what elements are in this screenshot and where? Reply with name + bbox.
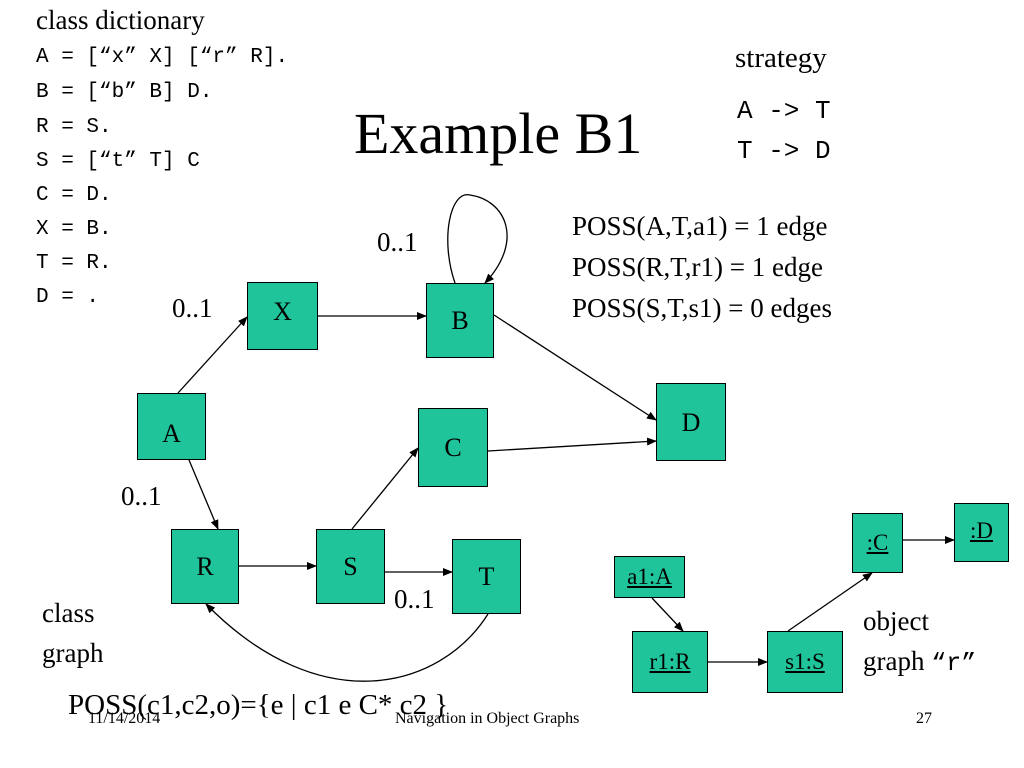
object-node-r1: r1:R	[632, 631, 708, 693]
multiplicity-s-t: 0..1	[394, 584, 435, 614]
poss-definition: POSS(c1,c2,o)={e | c1 e C* c2 }	[68, 689, 449, 721]
class-graph-caption: class	[42, 598, 95, 628]
object-node-d: :D	[954, 503, 1009, 562]
node-a: A	[137, 393, 206, 460]
footer-title: Navigation in Object Graphs	[395, 710, 580, 727]
object-node-a1: a1:A	[614, 556, 685, 598]
class-dictionary-heading: class dictionary	[36, 5, 205, 35]
object-graph-caption-line2: graph “r”	[863, 646, 976, 678]
object-graph-caption-text: graph	[863, 646, 932, 676]
class-graph-caption: graph	[42, 638, 104, 668]
edge-b-d	[493, 314, 657, 421]
edge-s-c	[351, 447, 419, 530]
edge-a-r	[188, 459, 219, 530]
class-dictionary-line: S = [“t” T] C	[36, 150, 200, 173]
strategy-heading: strategy	[735, 42, 827, 74]
edge-a1-r1	[651, 597, 684, 632]
class-dictionary-line: T = R.	[36, 252, 112, 275]
node-s: S	[316, 529, 385, 604]
poss-line: POSS(A,T,a1) = 1 edge	[572, 211, 828, 241]
node-x: X	[247, 282, 318, 350]
object-node-c: :C	[852, 513, 903, 573]
edge-s1-c	[787, 572, 873, 632]
multiplicity-a-r: 0..1	[121, 481, 162, 511]
object-node-s1: s1:S	[767, 631, 843, 693]
edge-t-r	[205, 603, 489, 682]
class-dictionary-line: C = D.	[36, 184, 112, 207]
class-dictionary-line: R = S.	[36, 116, 112, 139]
node-t: T	[452, 539, 521, 614]
class-dictionary-line: B = [“b” B] D.	[36, 81, 213, 104]
edge-b-b	[447, 194, 508, 284]
node-d: D	[656, 383, 726, 461]
node-c: C	[418, 408, 488, 487]
class-dictionary-line: D = .	[36, 286, 100, 309]
poss-line: POSS(S,T,s1) = 0 edges	[572, 293, 832, 323]
strategy-line: A -> T	[737, 96, 831, 126]
class-dictionary-line: A = [“x” X] [“r” R].	[36, 46, 289, 69]
object-graph-caption: object	[863, 606, 929, 636]
object-graph-caption-code: “r”	[931, 649, 977, 678]
strategy-line: T -> D	[737, 136, 831, 166]
poss-line: POSS(R,T,r1) = 1 edge	[572, 252, 823, 282]
node-b: B	[426, 283, 494, 358]
class-dictionary-line: X = B.	[36, 218, 112, 241]
footer-date: 11/14/2014	[88, 710, 161, 727]
edge-c-d	[487, 437, 657, 452]
footer-page-number: 27	[916, 710, 932, 727]
edge-a-x	[177, 316, 248, 394]
slide-title: Example B1	[354, 101, 643, 166]
node-r: R	[171, 529, 239, 604]
multiplicity-a-x: 0..1	[172, 293, 213, 323]
multiplicity-b-b: 0..1	[377, 227, 418, 257]
